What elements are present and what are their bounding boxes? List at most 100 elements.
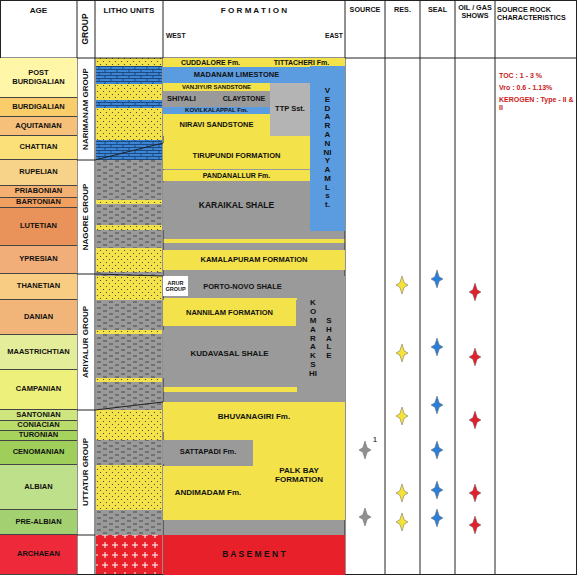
litho-pattern: [96, 440, 162, 465]
play-star: [431, 481, 443, 499]
play-star: [396, 484, 408, 502]
litho-pattern: [96, 378, 162, 382]
age-band: DANIAN: [0, 300, 77, 335]
age-name: CENOMANIAN: [13, 448, 65, 456]
litho-pattern: [96, 272, 162, 276]
source-rock-note: Vro : 0.6 - 1.13%: [499, 84, 576, 94]
age-name: CHATTIAN: [20, 143, 58, 151]
column-header: LITHO UNITS: [95, 6, 163, 32]
litho-pattern: [96, 84, 162, 100]
litho-pattern: [96, 160, 162, 248]
litho-pattern: [96, 108, 162, 140]
formation-name: NANNILAM FORMATION: [186, 309, 273, 317]
formation-name: MADANAM LIMESTONE: [194, 71, 279, 79]
formation-name: KOVILKALAPPAL Fm.: [185, 107, 248, 114]
litho-pattern: [96, 535, 162, 575]
formation-unit: NANNILAM FORMATION: [163, 300, 296, 326]
age-band: ALBIAN: [0, 465, 77, 510]
play-star: [431, 441, 443, 459]
age-band: PRE-ALBIAN: [0, 510, 77, 535]
formation-unit: PALK BAY FORMATION: [253, 432, 345, 520]
column-header: WEST: [166, 32, 206, 44]
age-band: YPRESIAN: [0, 246, 77, 274]
column-header: SEAL: [420, 6, 455, 20]
age-name: SANTONIAN: [16, 411, 60, 419]
formation-name: SATTAPADI Fm.: [180, 448, 237, 456]
column-header: F O R M A T I O N: [163, 6, 345, 20]
formation-name: PALK BAY FORMATION: [255, 467, 343, 485]
play-star: [431, 396, 443, 414]
age-name: BARTONIAN: [16, 198, 61, 206]
play-star: [396, 407, 408, 425]
formation-unit: SHIYALI: [163, 91, 218, 107]
age-band: AQUITANIAN: [0, 117, 77, 136]
column-header: RES.: [385, 6, 420, 20]
column-header: SOURCE: [345, 6, 385, 20]
age-name: ALBIAN: [24, 483, 52, 491]
formation-unit: SATTAPADI Fm.: [163, 440, 253, 464]
formation-name: CLAYSTONE: [223, 95, 265, 103]
group-name: NARIMANAM GROUP: [78, 61, 94, 157]
litho-pattern: [96, 300, 162, 410]
formation-name: TIRUPUNDI FORMATION: [193, 152, 281, 160]
litho-pattern: [96, 330, 162, 334]
formation-unit: CLAYSTONE: [218, 91, 270, 107]
group-name: UTTATUR GROUP: [78, 417, 94, 527]
age-band: BURDIGALIAN: [0, 98, 77, 117]
litho-pattern: [96, 140, 162, 160]
play-star: [469, 348, 481, 366]
age-band: CONIACIAN: [0, 421, 77, 431]
sand-stripe: [163, 239, 345, 243]
litho-pattern: [96, 225, 162, 230]
formation-unit: B A S E M E N T: [163, 535, 345, 575]
formation-unit: CUDDALORE Fm.: [163, 58, 258, 67]
formation-name: ANDIMADAM Fm.: [175, 489, 242, 498]
formation-name: VEDARANNIYAM Lst.: [324, 87, 332, 210]
age-name: BURDIGALIAN: [12, 103, 65, 111]
formation-name: KUDAVASAL SHALE: [190, 350, 268, 359]
age-name: PRE-ALBIAN: [15, 518, 61, 526]
column-header: GROUP: [78, 2, 94, 56]
play-star: [431, 338, 443, 356]
column-header: EAST: [300, 32, 343, 44]
litho-pattern: [96, 248, 162, 272]
litho-pattern: [96, 66, 162, 84]
formation-unit: BHUVANAGIRI Fm.: [163, 402, 345, 432]
formation-unit: PANDANALLUR Fm.: [163, 170, 310, 181]
sand-stripe: [163, 387, 297, 392]
age-name: POST BURDIGALIAN: [2, 69, 75, 86]
age-band: CENOMANIAN: [0, 441, 77, 465]
formation-name: B A S E M E N T: [222, 550, 286, 559]
play-star: [469, 484, 481, 502]
age-name: DANIAN: [24, 313, 53, 321]
formation-name: BHUVANAGIRI Fm.: [218, 413, 290, 422]
play-star: [359, 441, 371, 459]
play-star: [469, 411, 481, 429]
age-band: CHATTIAN: [0, 136, 77, 160]
play-star: [359, 508, 371, 526]
age-name: PRIABONIAN: [15, 187, 63, 195]
source-rock-note: KEROGEN : Type - II & II: [499, 96, 576, 116]
play-star: [396, 344, 408, 362]
formation-name: CUDDALORE Fm.: [181, 59, 240, 67]
formation-name: ARUR GROUP: [165, 280, 186, 292]
formation-unit: VEDARANNIYAM Lst.: [310, 66, 345, 231]
age-name: TURONIAN: [19, 431, 59, 439]
formation-unit: TTP Sst.: [270, 83, 310, 136]
litho-pattern: [96, 100, 162, 108]
age-name: RUPELIAN: [19, 168, 57, 176]
sand-stripe: [163, 136, 310, 143]
formation-unit: KUDAVASAL SHALE: [163, 330, 296, 378]
litho-pattern: [96, 276, 162, 300]
litho-pattern: [96, 510, 162, 535]
group-name: NAGORE GROUP: [78, 169, 94, 265]
play-star: [431, 270, 443, 288]
group-name: ARIYALUR GROUP: [78, 287, 94, 397]
play-star: [396, 276, 408, 294]
formation-name: KOMARAKSHI: [309, 299, 317, 378]
age-name: AQUITANIAN: [15, 122, 62, 130]
play-star: [469, 283, 481, 301]
formation-unit: PORTO-NOVO SHALE: [189, 276, 296, 298]
age-name: CAMPANIAN: [16, 385, 61, 393]
